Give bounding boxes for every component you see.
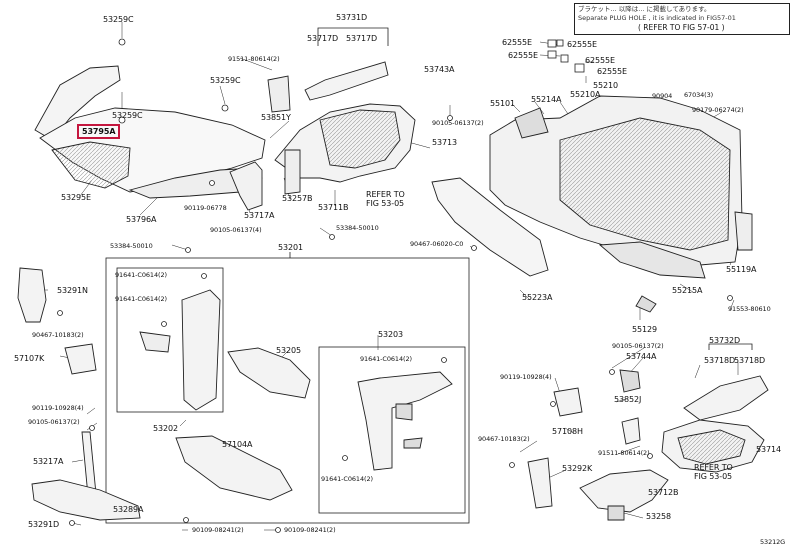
part-label-53384-50010[interactable]: 53384-50010 [336,224,379,232]
refer-note-53-05-a[interactable]: REFER TO [366,190,405,199]
part-label-53217a[interactable]: 53217A [33,457,64,466]
part-label-53203[interactable]: 53203 [378,330,403,339]
part-53717a-shape [229,161,263,211]
part-label-55214a[interactable]: 55214A [531,95,562,104]
part-label-53717d[interactable]: 53717D [307,34,339,43]
part-label-53291n[interactable]: 53291N [57,286,88,295]
part-label-53717d[interactable]: 53717D [346,34,378,43]
note-box: ブラケット... 以降は... に掲載してあります。 Separate PLUG… [574,3,790,35]
part-label-62555e[interactable]: 62555E [508,51,538,60]
part-label-53732d[interactable]: 53732D [709,336,741,345]
part-label-91553-80610[interactable]: 91553-80610 [728,305,771,313]
part-label-90109-08241[interactable]: 90109-08241(2) [284,526,336,534]
group-box-53202 [116,267,224,413]
part-label-57104a[interactable]: 57104A [222,440,253,449]
part-label-55119a[interactable]: 55119A [726,265,757,274]
part-label-91641-c0614[interactable]: 91641-C0614(2) [360,355,412,363]
part-label-55210[interactable]: 55210 [593,81,618,90]
refer-note-53-05-b-fig[interactable]: FIG 53-05 [694,472,733,481]
part-label-53712b[interactable]: 53712B [648,488,679,497]
part-label-57108h[interactable]: 57108H [552,427,583,436]
part-label-90109-08241[interactable]: 90109-08241(2) [192,526,244,534]
part-label-62555e[interactable]: 62555E [585,56,615,65]
part-label-53289a[interactable]: 53289A [113,505,144,514]
diagram-code: 53212G [760,538,786,546]
part-label-53291d[interactable]: 53291D [28,520,60,529]
part-label-55210a[interactable]: 55210A [570,90,601,99]
part-label-53851y[interactable]: 53851Y [261,113,291,122]
refer-note-53-05-b[interactable]: REFER TO [694,463,733,472]
part-55101-shape [431,95,753,313]
part-label-90119-10928[interactable]: 90119-10928(4) [32,404,84,412]
bracket-53732d [708,343,753,350]
note-line-2: Separate PLUG HOLE , it is indicated in … [578,14,736,22]
part-label-55215a[interactable]: 55215A [672,286,703,295]
part-label-53205[interactable]: 53205 [276,346,301,355]
note-line-1: ブラケット... 以降は... に掲載してあります。 [578,5,711,13]
part-label-67034[interactable]: 67034(3) [684,91,714,99]
part-label-62555e[interactable]: 62555E [567,40,597,49]
part-label-62555e[interactable]: 62555E [502,38,532,47]
part-label-91641-c0614[interactable]: 91641-C0614(2) [115,271,167,279]
part-label-91511-80614[interactable]: 91511-80614(2) [598,449,650,457]
part-label-53731d[interactable]: 53731D [336,13,368,22]
part-label-90179-06274[interactable]: 90179-06274(2) [692,106,744,114]
note-ref: ( REFER TO FIG 57-01 ) [638,23,725,32]
part-label-91641-c0614[interactable]: 91641-C0614(2) [115,295,167,303]
part-label-55101[interactable]: 55101 [490,99,515,108]
part-label-53257b[interactable]: 53257B [282,194,313,203]
part-label-90467-10183[interactable]: 90467-10183(2) [32,331,84,339]
part-label-53259c[interactable]: 53259C [210,76,241,85]
part-right-lower-shapes [527,369,769,521]
part-label-90904[interactable]: 90904 [652,92,673,100]
part-label-57107k[interactable]: 57107K [14,354,45,363]
part-label-90467-06020[interactable]: 90467-06020-C0 [410,240,464,248]
part-label-90105-06137[interactable]: 90105-06137(2) [612,342,664,350]
part-label-91641-c0614[interactable]: 91641-C0614(2) [321,475,373,483]
part-53713-shape [267,61,416,195]
part-label-53852j[interactable]: 53852J [614,395,642,404]
part-label-62555e[interactable]: 62555E [597,67,627,76]
part-label-53744a[interactable]: 53744A [626,352,657,361]
part-label-53795a-highlighted[interactable]: 53795A [77,124,121,139]
part-label-90119-10928[interactable]: 90119-10928(4) [500,373,552,381]
part-label-53718d[interactable]: 53718D [734,356,766,365]
part-label-90105-06137[interactable]: 90105-06137(4) [210,226,262,234]
part-label-53202[interactable]: 53202 [153,424,178,433]
part-label-53384-50010[interactable]: 53384-50010 [110,242,153,250]
refer-note-53-05-a-fig[interactable]: FIG 53-05 [366,199,405,208]
part-label-90105-06137[interactable]: 90105-06137(2) [28,418,80,426]
part-label-53259c[interactable]: 53259C [103,15,134,24]
part-62555e-icons [547,39,585,73]
part-left-side-shapes [17,267,141,521]
part-label-53292k[interactable]: 53292K [562,464,593,473]
part-label-90467-10183[interactable]: 90467-10183(2) [478,435,530,443]
part-label-53295e[interactable]: 53295E [61,193,91,202]
group-box-53203 [318,346,466,514]
part-label-53711b[interactable]: 53711B [318,203,349,212]
part-label-53201[interactable]: 53201 [278,243,303,252]
part-label-55223a[interactable]: 55223A [522,293,553,302]
part-label-53714[interactable]: 53714 [756,445,781,454]
part-label-53259c[interactable]: 53259C [112,111,143,120]
part-53796a-shape [34,65,266,199]
part-53201-group-shapes [139,289,453,501]
part-label-53717a[interactable]: 53717A [244,211,275,220]
part-label-53796a[interactable]: 53796A [126,215,157,224]
part-label-90119-06778[interactable]: 90119-06778 [184,204,227,212]
bracket-53731d [317,27,389,46]
part-label-90105-06137[interactable]: 90105-06137(2) [432,119,484,127]
part-label-53713[interactable]: 53713 [432,138,457,147]
part-label-53258[interactable]: 53258 [646,512,671,521]
part-label-91511-80614[interactable]: 91511-80614(2) [228,55,280,63]
group-box-53201 [105,257,470,524]
part-label-53718d[interactable]: 53718D [704,356,736,365]
part-label-53743a[interactable]: 53743A [424,65,455,74]
part-label-55129[interactable]: 55129 [632,325,657,334]
